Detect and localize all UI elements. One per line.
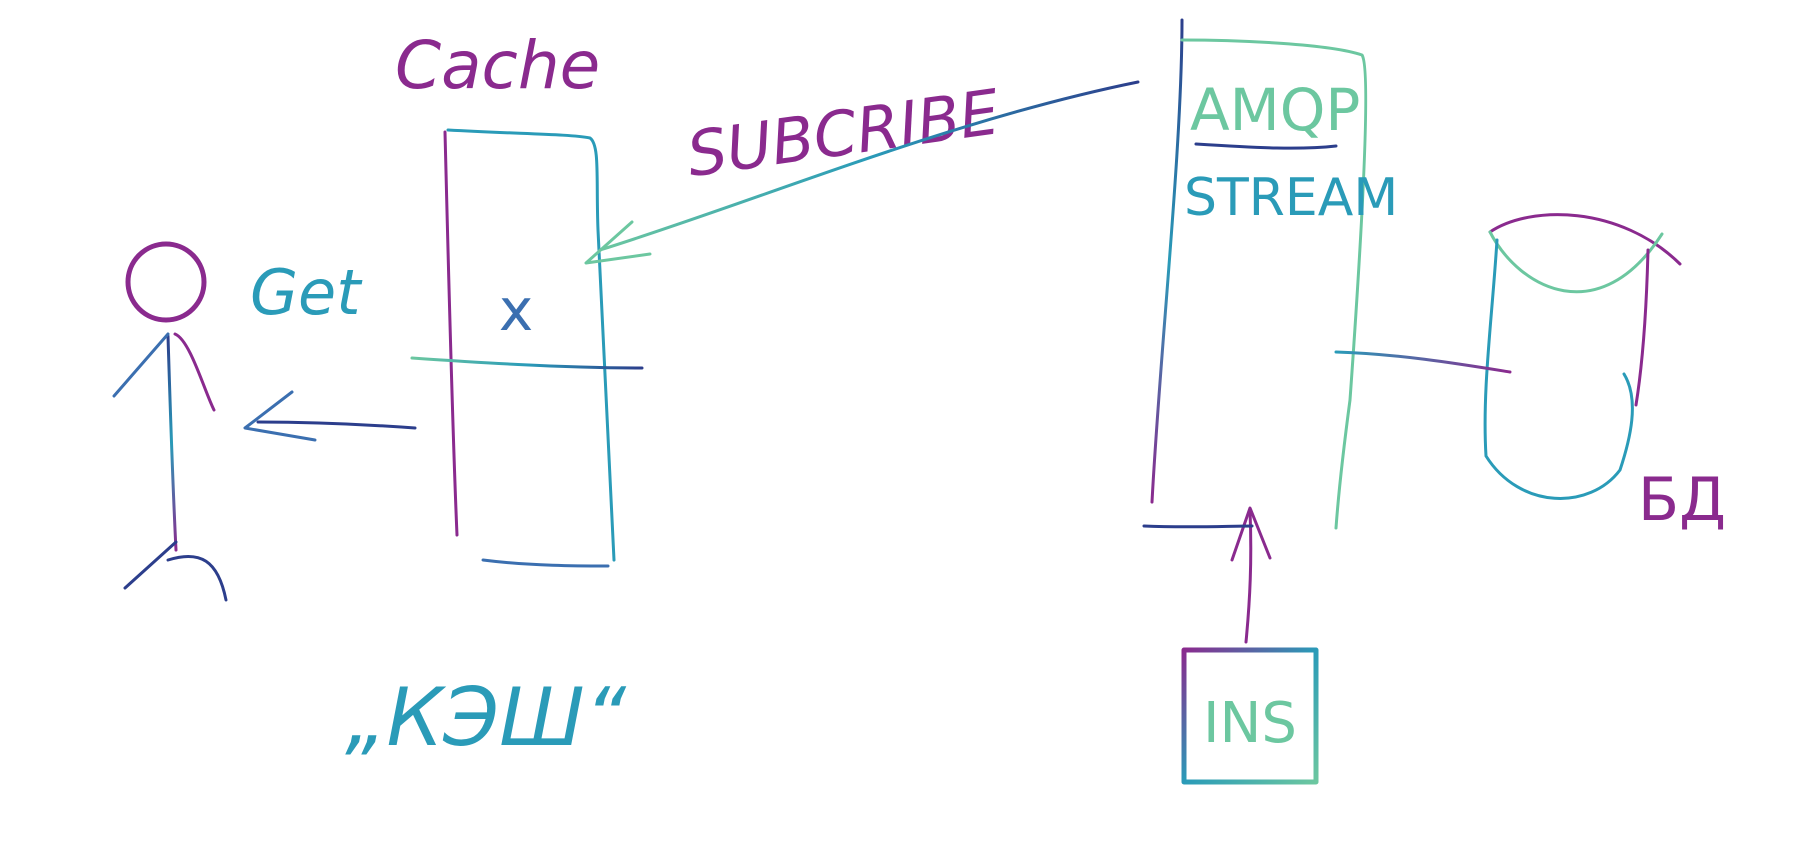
kesh-caption: „КЭШ“ [345,671,627,764]
cache-title: Cache [395,27,600,104]
get-label: Get [250,256,363,329]
get-arrow [243,390,417,442]
database-cylinder: БД [1483,213,1726,535]
subscribe-label: SUBCRIBE [683,75,1005,191]
user-arm-left [112,332,170,398]
user-arm-right [173,332,216,412]
ins-box: INS [1181,647,1319,785]
user-stick-figure [112,241,228,602]
subscribe-arrow [584,80,1140,265]
cache-entry-marker: x [499,276,533,344]
amqp-underline [1194,142,1338,150]
amqp-label: AMQP [1190,76,1360,144]
ins-label: INS [1203,691,1297,756]
cache-divider [410,356,644,370]
stream-label: STREAM [1184,168,1398,228]
cache-box: x [410,128,644,568]
ins-arrow [1142,506,1272,644]
database-label: БД [1638,465,1726,535]
user-head [125,241,207,323]
stream-to-db-connector [1334,350,1512,374]
amqp-stream-box: AMQP STREAM [1150,18,1398,530]
user-legs [123,540,228,602]
user-body [166,334,178,552]
